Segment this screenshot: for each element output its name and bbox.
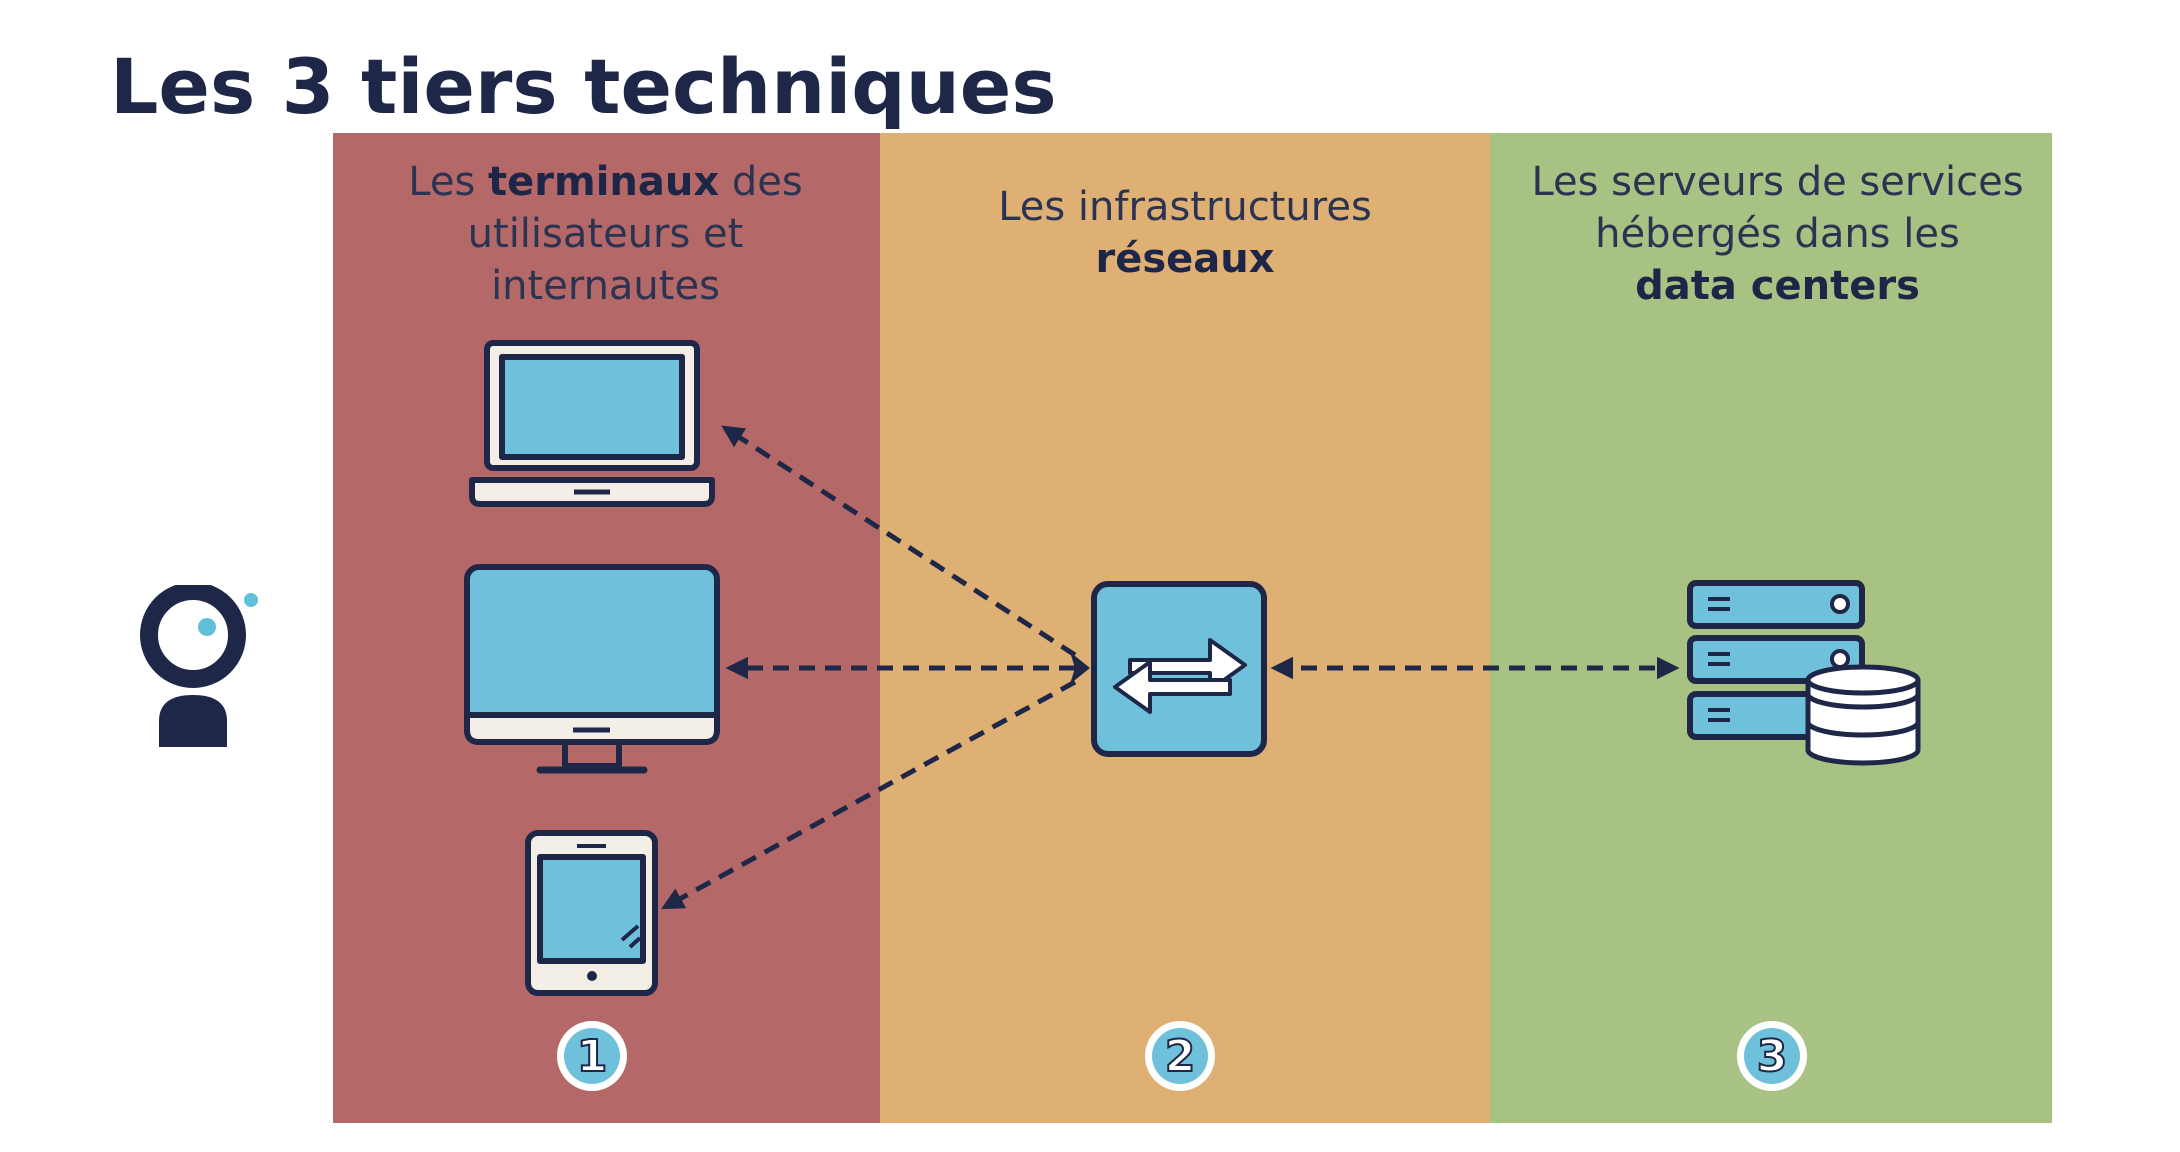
connector-laptop: [721, 425, 1077, 658]
tier-1-bold: terminaux: [488, 159, 720, 205]
tier-1-heading-line-3: internautes: [491, 263, 720, 309]
tier-1-heading: Les terminaux des utilisateurs et intern…: [333, 156, 878, 312]
desktop-monitor-icon: [464, 564, 720, 774]
tablet-icon: [525, 830, 658, 996]
tier-2-bold: réseaux: [1095, 236, 1275, 282]
tier-2-number: 2: [1165, 1031, 1196, 1082]
connectors: [661, 425, 1680, 910]
page-title: Les 3 tiers techniques: [110, 42, 1057, 131]
tier-3-number: 3: [1757, 1031, 1788, 1082]
tier-1-number: 1: [577, 1031, 608, 1082]
tier-1-prefix: Les: [408, 159, 489, 205]
tier-3-bold: data centers: [1635, 263, 1920, 309]
tier-1-heading-line-2: utilisateurs et: [467, 211, 744, 257]
tier-2-badge: 2: [1145, 1021, 1215, 1091]
person-logo-icon: [140, 585, 258, 747]
tier-1-heading-line-1: Les terminaux des: [333, 156, 878, 208]
network-switch-icon: [1091, 581, 1267, 757]
server-rack-icon: [1687, 580, 1865, 740]
tier-3-heading-line-1: Les serveurs de services: [1531, 159, 2024, 205]
connector-hub-arrow: [1070, 652, 1090, 684]
tier-2-heading-line-1: Les infrastructures: [998, 184, 1372, 230]
laptop-icon: [469, 340, 715, 507]
tier-2-heading: Les infrastructures réseaux: [880, 181, 1490, 285]
tier-3-heading: Les serveurs de services hébergés dans l…: [1490, 156, 2065, 312]
database-icon: [1805, 664, 1921, 766]
tier-3-badge: 3: [1737, 1021, 1807, 1091]
tier-1-badge: 1: [557, 1021, 627, 1091]
tier-1-suffix: des: [719, 159, 803, 205]
tier-3-heading-line-2: hébergés dans les: [1595, 211, 1960, 257]
